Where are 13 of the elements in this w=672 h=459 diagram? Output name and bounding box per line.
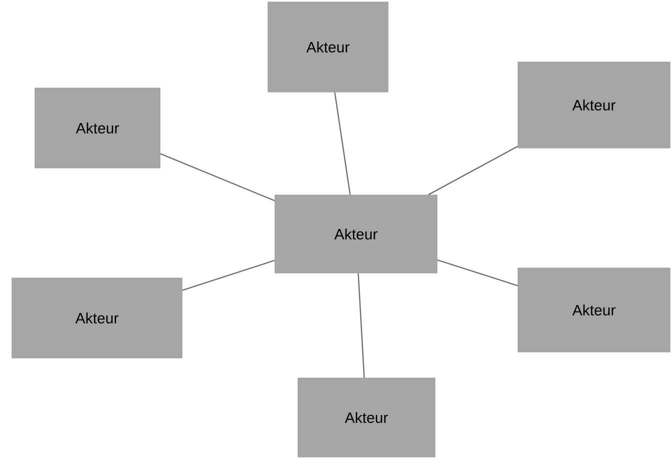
connector-line [358, 273, 365, 378]
process-box: Akteur [12, 278, 182, 358]
connector-line [428, 146, 518, 196]
connector-line [182, 260, 275, 291]
process-box: Akteur [298, 378, 436, 458]
connector-line [160, 153, 275, 202]
process-box: Akteur [268, 2, 388, 92]
process-box: Akteur [518, 268, 670, 352]
connector-line [334, 92, 351, 195]
process-box: Akteur [518, 62, 670, 148]
connector-line [437, 259, 518, 286]
process-box: Akteur [274, 194, 438, 274]
process-box: Akteur [34, 88, 160, 168]
